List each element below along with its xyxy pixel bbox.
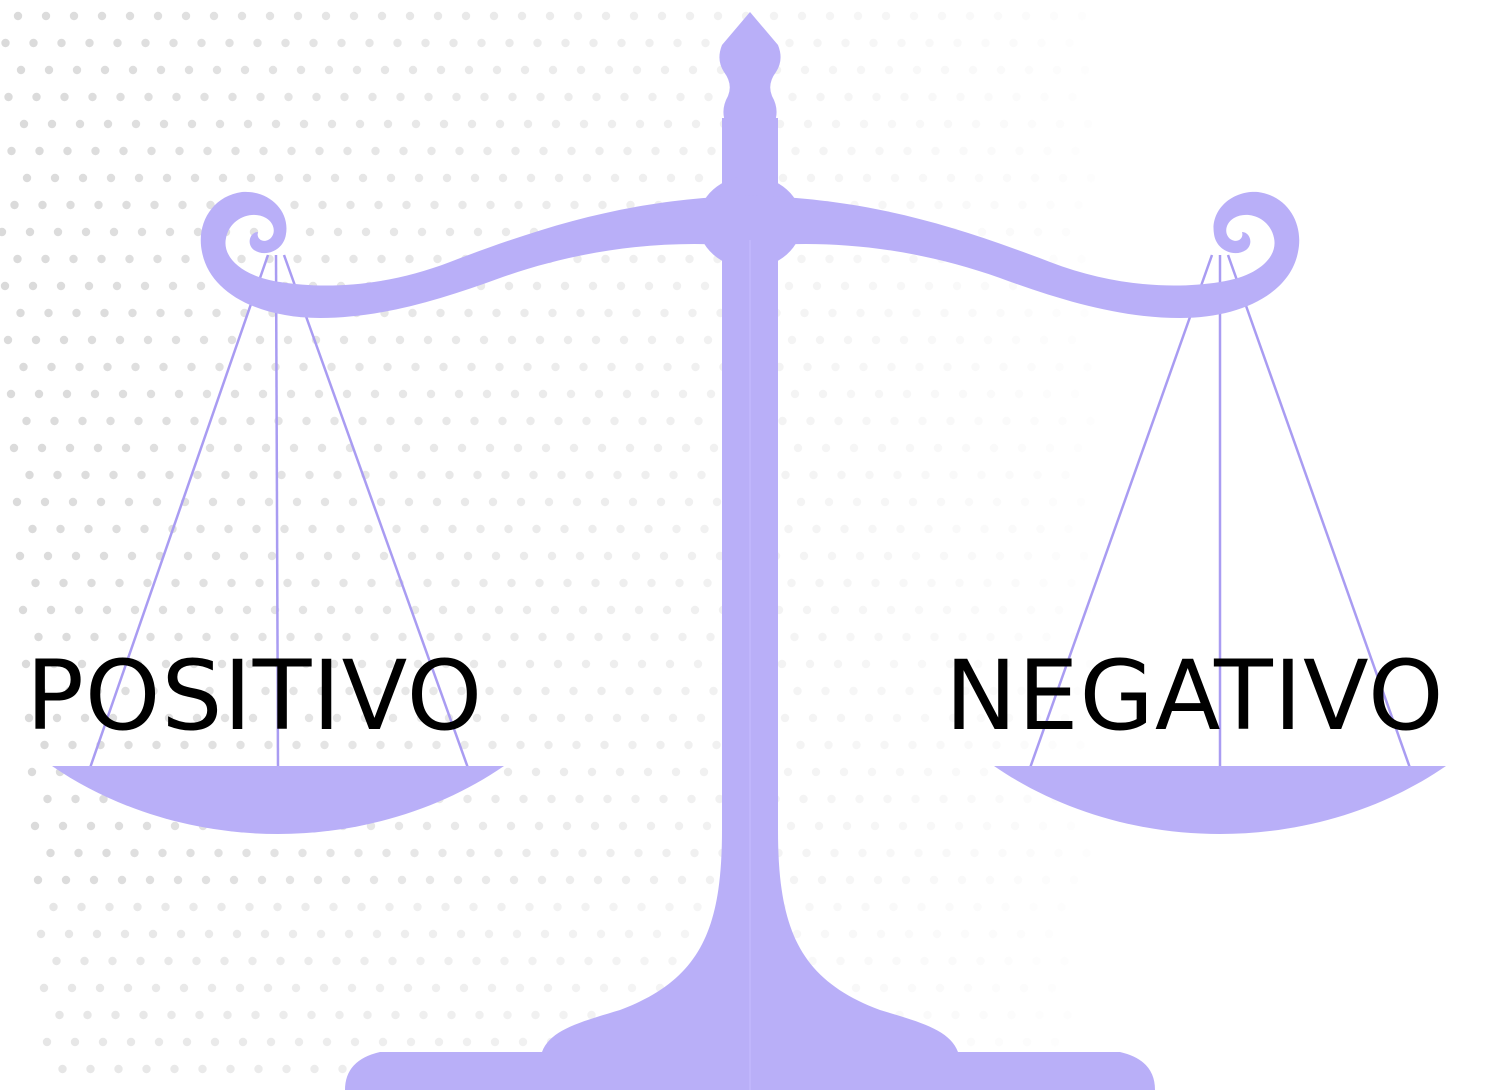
right-pan: [994, 766, 1446, 834]
left-pan: [52, 766, 504, 834]
scale-body: [52, 12, 1446, 1090]
label-negativo: NEGATIVO: [945, 648, 1445, 744]
scale-beam-right: [740, 192, 1299, 318]
scale-finial: [719, 12, 780, 124]
label-positivo: POSITIVO: [26, 648, 483, 744]
